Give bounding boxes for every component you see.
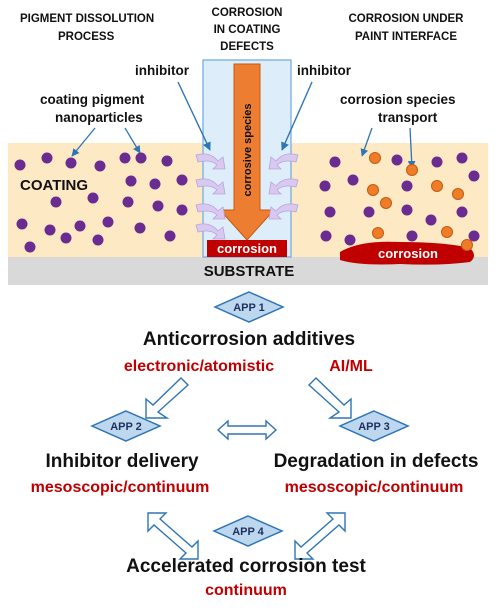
corrosive-species-arrow: corrosive species xyxy=(218,63,276,241)
corrosive-species-label: corrosive species xyxy=(242,104,254,197)
corrosion-interface-label: corrosion xyxy=(378,246,438,261)
app1-sub-right: AI/ML xyxy=(329,358,373,375)
app3-tag: APP 3 xyxy=(358,421,390,433)
header-center-line1: CORROSION xyxy=(212,7,283,19)
header-left: PIGMENT DISSOLUTION PROCESS xyxy=(20,13,154,43)
header-left-line1: PIGMENT DISSOLUTION xyxy=(20,13,154,25)
app2-tag: APP 2 xyxy=(110,421,142,433)
arrow-app2-app3 xyxy=(216,419,278,441)
app4-tag: APP 4 xyxy=(232,526,264,538)
app1-sub-left: electronic/atomistic xyxy=(124,358,274,375)
app2-node: APP 2 Inhibitor delivery mesoscopic/cont… xyxy=(31,410,210,496)
corrosion-interface-patch xyxy=(340,241,474,265)
corrosion-defect-patch xyxy=(207,240,287,257)
species-pointer-2 xyxy=(407,127,416,169)
app3-diamond xyxy=(338,410,410,442)
app2-title: Inhibitor delivery xyxy=(45,451,199,472)
pigment-pointer-2 xyxy=(124,127,141,154)
corrosion-species-particles xyxy=(367,152,473,251)
app3-title: Degradation in defects xyxy=(274,451,479,472)
app3-node: APP 3 Degradation in defects mesoscopic/… xyxy=(274,410,479,496)
coating-label: COATING xyxy=(20,177,88,194)
species-transport-label-line2: transport xyxy=(378,110,438,125)
app1-node: APP 1 Anticorrosion additives electronic… xyxy=(124,291,373,375)
arrow-app1-app2 xyxy=(145,377,190,419)
arrow-app2-app4 xyxy=(147,512,199,560)
pigment-particles xyxy=(14,152,480,253)
inhibitor-release-arrows xyxy=(195,153,299,240)
header-right-line1: CORROSION UNDER xyxy=(348,13,464,25)
header-left-line2: PROCESS xyxy=(58,31,115,43)
flow-arrows xyxy=(145,377,352,560)
app2-diamond xyxy=(90,410,162,442)
species-transport-label-line1: corrosion species xyxy=(340,92,456,107)
app1-diamond xyxy=(213,291,285,323)
header-center-line2: IN COATING xyxy=(214,24,281,36)
inhibitor-right-pointer xyxy=(281,81,313,151)
inhibitor-left-label: inhibitor xyxy=(135,63,190,78)
app4-title: Accelerated corrosion test xyxy=(126,556,366,577)
pigment-label-line2: nanoparticles xyxy=(55,110,143,125)
app3-sub: mesoscopic/continuum xyxy=(285,479,464,496)
app2-sub: mesoscopic/continuum xyxy=(31,479,210,496)
app4-node: APP 4 Accelerated corrosion test continu… xyxy=(126,515,367,599)
pigment-pointer-1 xyxy=(71,127,96,157)
app4-sub: continuum xyxy=(205,582,287,599)
header-right: CORROSION UNDER PAINT INTERFACE xyxy=(348,13,464,43)
header-center-line3: DEFECTS xyxy=(220,41,274,53)
header-center: CORROSION IN COATING DEFECTS xyxy=(212,7,283,53)
pigment-label-line1: coating pigment xyxy=(40,92,145,107)
header-right-line2: PAINT INTERFACE xyxy=(355,31,457,43)
arrow-app1-app3 xyxy=(307,377,352,419)
inhibitor-right-label: inhibitor xyxy=(297,63,352,78)
species-pointer-1 xyxy=(360,127,373,157)
app4-diamond xyxy=(212,515,284,547)
inhibitor-left-pointer xyxy=(177,81,211,151)
arrow-app3-app4 xyxy=(294,512,346,560)
substrate-label: SUBSTRATE xyxy=(204,263,295,280)
corrosion-defect-label: corrosion xyxy=(217,241,277,256)
app1-title: Anticorrosion additives xyxy=(143,329,355,350)
app1-tag: APP 1 xyxy=(233,302,265,314)
